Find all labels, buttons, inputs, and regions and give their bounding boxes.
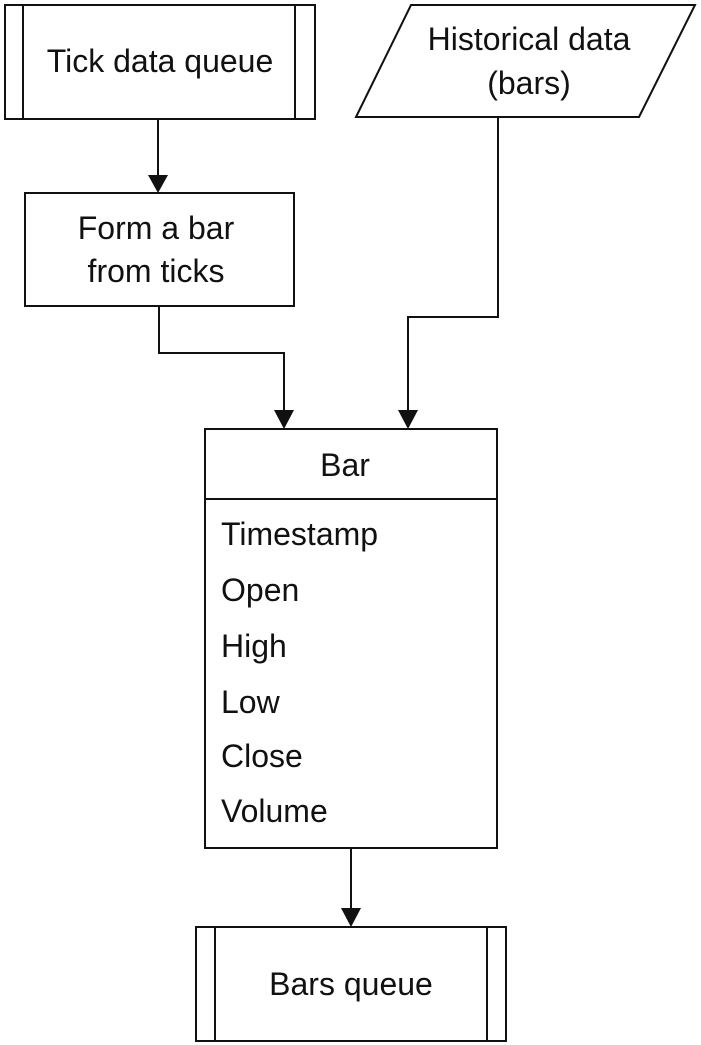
form-bar-node: Form a bar from ticks — [24, 192, 295, 307]
bars-queue-node: Bars queue — [195, 926, 507, 1042]
historical-data-node: Historical data (bars) — [354, 4, 697, 118]
arrowhead — [398, 410, 418, 429]
arrow-form-bar-to-bar — [158, 306, 294, 429]
form-bar-box — [24, 192, 295, 307]
bar-field-volume: Volume — [221, 793, 328, 829]
bar-field-close: Close — [221, 738, 303, 774]
bars-queue-label: Bars queue — [269, 966, 433, 1002]
form-bar-label-line2: from ticks — [88, 253, 225, 289]
arrow-tick-queue-to-form-bar — [148, 119, 168, 193]
arrow-bar-to-bars-queue — [341, 848, 361, 927]
bar-field-open: Open — [221, 572, 299, 608]
arrowhead — [341, 908, 361, 927]
bar-field-low: Low — [221, 684, 281, 720]
tick-data-queue-box — [4, 4, 316, 120]
historical-data-label-line2: (bars) — [487, 65, 571, 101]
historical-data-shape — [354, 4, 697, 118]
arrow-line — [407, 117, 499, 411]
arrow-historical-to-bar — [398, 117, 499, 429]
form-bar-label-line1: Form a bar — [78, 210, 235, 246]
arrow-line — [158, 306, 285, 411]
bar-class-node: Bar Timestamp Open High Low Close Volume — [204, 428, 498, 849]
arrowhead — [274, 410, 294, 429]
bars-queue-box — [195, 926, 507, 1042]
bar-class-title: Bar — [320, 447, 370, 483]
tick-data-queue-label: Tick data queue — [47, 43, 274, 79]
historical-data-label-line1: Historical data — [428, 21, 631, 57]
bar-field-timestamp: Timestamp — [221, 516, 378, 552]
tick-data-queue-node: Tick data queue — [4, 4, 316, 120]
arrowhead — [148, 175, 168, 193]
bar-field-high: High — [221, 628, 287, 664]
